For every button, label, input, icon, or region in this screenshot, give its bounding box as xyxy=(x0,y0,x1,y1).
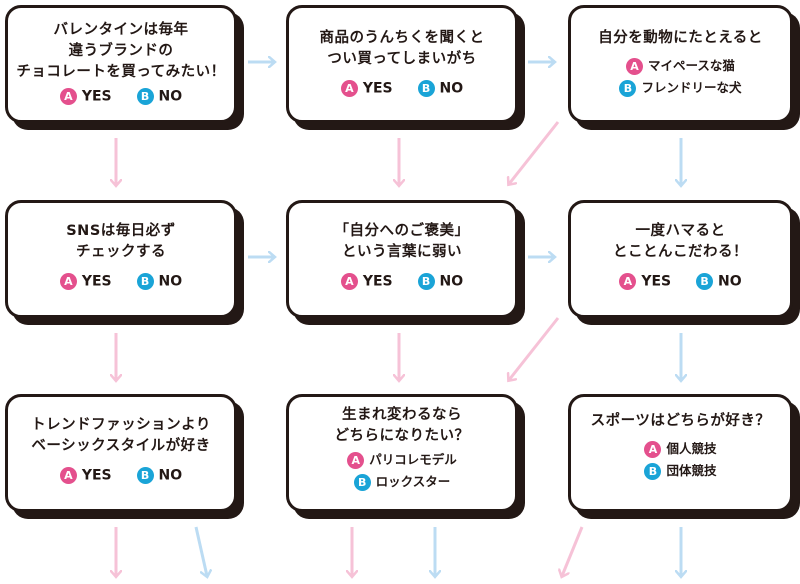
badge-a-icon: A xyxy=(340,273,358,290)
arrow-c31-down-blue xyxy=(194,526,207,576)
arrow-c33-diag xyxy=(562,526,584,576)
badge-b-icon: B xyxy=(136,88,154,105)
badge-b-icon: B xyxy=(619,80,637,97)
question-text: トレンドファッションより ベーシックスタイルが好き xyxy=(31,417,211,454)
badge-b-icon: B xyxy=(136,273,154,290)
question-text: SNSは毎日必ず チェックする xyxy=(66,223,176,260)
badge-a-icon: A xyxy=(644,441,662,458)
badge-b-icon: B xyxy=(417,273,435,290)
question-text: 生まれ変わるなら どちらになりたい？ xyxy=(334,407,470,444)
arrow-c23-diag xyxy=(509,317,560,380)
question-text: スポーツはどちらが好き？ xyxy=(590,413,771,429)
badge-a-icon: A xyxy=(340,80,358,97)
badge-b-icon: B xyxy=(696,273,714,290)
badge-b-icon: B xyxy=(136,467,154,484)
badge-a-icon: A xyxy=(59,88,77,105)
badge-b-icon: B xyxy=(644,463,662,480)
arrow-c13-diag xyxy=(509,121,560,184)
question-text: バレンタインは毎年 違うブランドの チョコレートを買ってみたい！ xyxy=(16,22,226,80)
badge-a-icon: A xyxy=(347,452,365,469)
badge-a-icon: A xyxy=(59,467,77,484)
badge-a-icon: A xyxy=(626,58,644,75)
question-text: 自分を動物にたとえると xyxy=(598,30,763,46)
badge-b-icon: B xyxy=(417,80,435,97)
question-text: 「自分へのご褒美」 という言葉に弱い xyxy=(334,223,470,260)
badge-a-icon: A xyxy=(59,273,77,290)
question-text: 一度ハマると とことんこだわる！ xyxy=(613,223,748,260)
question-text: 商品のうんちくを聞くと つい買ってしまいがち xyxy=(319,30,485,67)
badge-b-icon: B xyxy=(353,474,371,491)
badge-a-icon: A xyxy=(619,273,637,290)
